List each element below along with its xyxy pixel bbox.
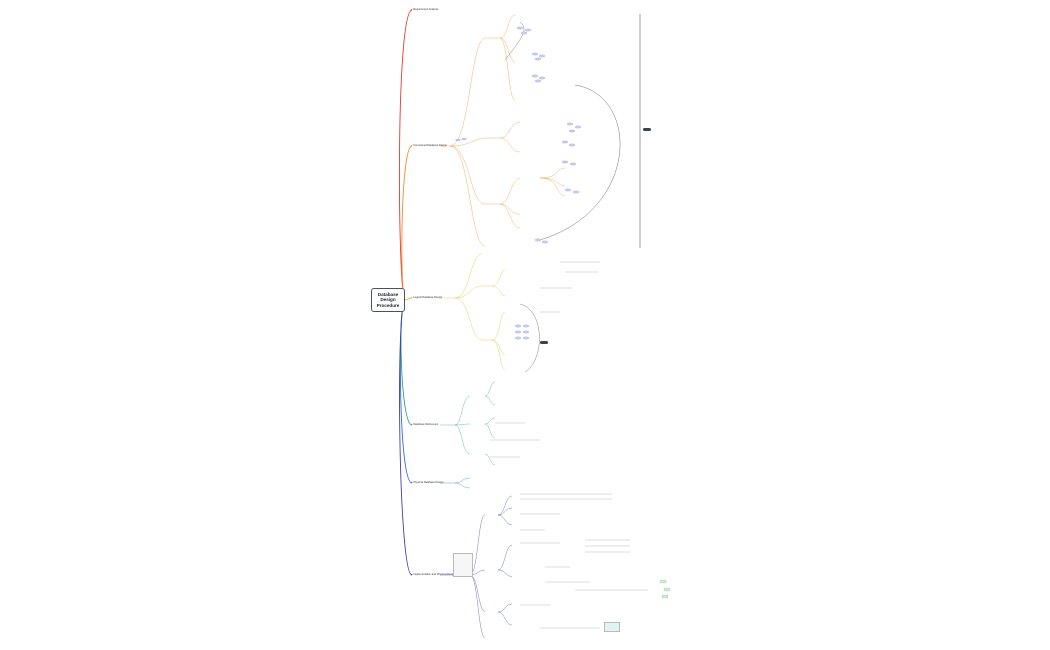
physical-subtree <box>440 477 471 489</box>
branch-label: Conceptual Database Design <box>413 144 448 147</box>
connector-requirement <box>398 9 413 301</box>
conceptual-cross-link <box>539 84 621 241</box>
branch-marker-icon: ● <box>411 573 413 576</box>
connector-implementation <box>399 299 413 576</box>
branch-conceptual-design[interactable]: ● Conceptual Database Design <box>411 144 447 147</box>
implementation-subtree <box>440 495 513 639</box>
branch-label: Implementation and Physical Design <box>413 573 456 576</box>
branch-label: Logical Database Design <box>413 296 443 299</box>
detail-text-lines <box>490 261 648 629</box>
root-title: Database Design Procedure <box>376 291 400 308</box>
connector-physical <box>399 299 413 484</box>
branch-marker-icon: ● <box>411 8 413 11</box>
branch-marker-icon: ● <box>411 296 413 299</box>
diagram-thumbnails <box>455 26 582 340</box>
branch-physical-design[interactable]: ● Physical Database Design <box>411 481 444 484</box>
summary-tag[interactable] <box>643 128 651 131</box>
branch-logical-design[interactable]: ● Logical Database Design <box>411 296 442 299</box>
embedded-image-thumbnail[interactable] <box>604 622 620 632</box>
branch-requirement-analysis[interactable]: ● Requirement Analysis <box>411 8 438 11</box>
green-thumbnail <box>659 579 671 599</box>
branch-label: Database Refinement <box>413 423 439 426</box>
logical-subtree <box>440 253 506 371</box>
connector-conceptual <box>401 145 413 301</box>
branch-database-refinement[interactable]: ● Database Refinement <box>411 423 438 426</box>
root-node[interactable]: Database Design Procedure <box>371 288 405 312</box>
branch-label: Requirement Analysis <box>413 8 439 11</box>
conceptual-subtree <box>440 14 566 247</box>
refinement-subtree <box>440 381 496 466</box>
branch-marker-icon: ● <box>411 144 413 147</box>
connector-logical <box>404 297 413 301</box>
embedded-image-thumbnail[interactable] <box>453 553 473 577</box>
branch-implementation[interactable]: ● Implementation and Physical Design <box>411 573 455 576</box>
branch-marker-icon: ● <box>411 481 413 484</box>
summary-tag[interactable] <box>540 341 548 344</box>
branch-marker-icon: ● <box>411 423 413 426</box>
branch-label: Physical Database Design <box>413 481 444 484</box>
connector-refinement <box>400 299 413 426</box>
